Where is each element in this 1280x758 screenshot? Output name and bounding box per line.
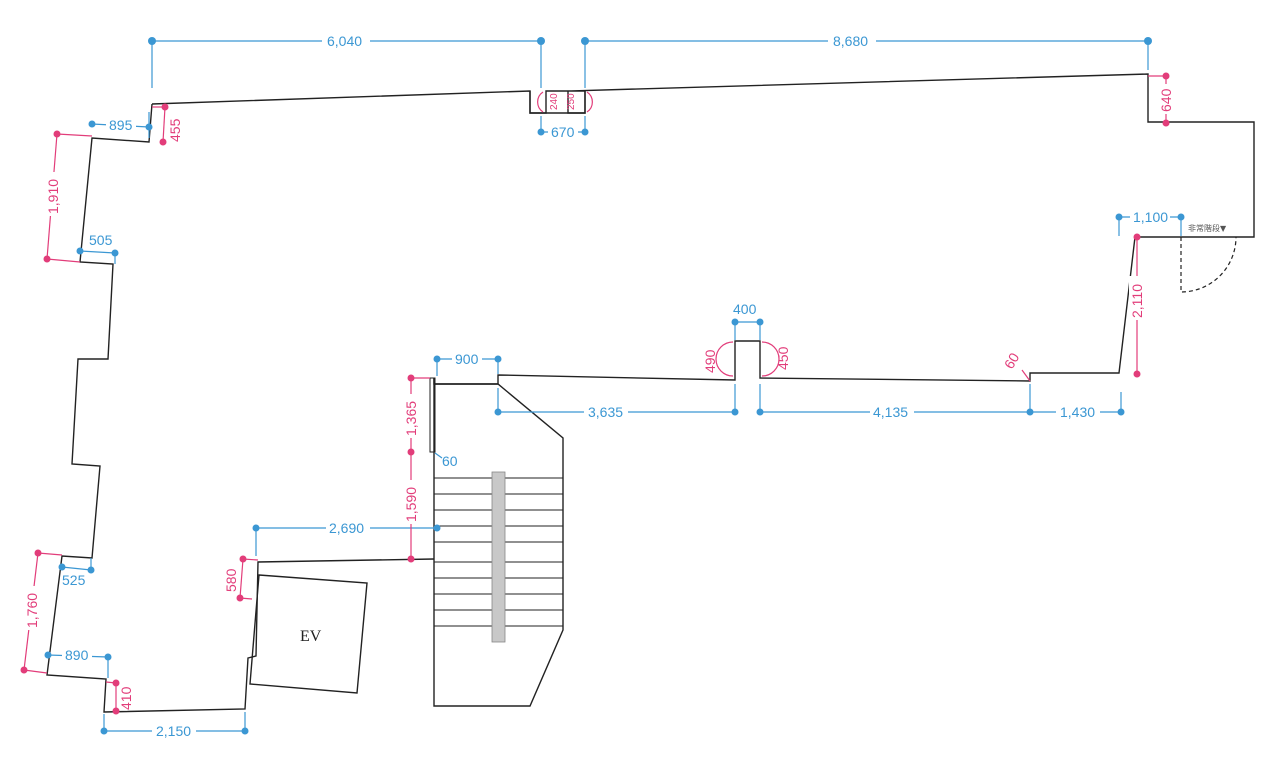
blue-dimensions: 6,040 8,680 670 895 505 1,100 bbox=[44, 33, 1185, 739]
stair-handrail bbox=[491, 471, 506, 643]
emergency-exit: 非常階段▼ bbox=[1180, 223, 1237, 293]
stair-side-wall bbox=[429, 377, 436, 453]
emergency-stairs-label: 非常階段▼ bbox=[1188, 223, 1227, 233]
dim-bottom: 2,150 bbox=[156, 723, 191, 739]
exit-door-swing bbox=[1180, 236, 1237, 293]
dim-exit-height: 2,110 bbox=[1129, 284, 1145, 318]
building-outline bbox=[46, 73, 1255, 713]
dim-notch-left-depth: 240 bbox=[549, 93, 560, 110]
dim-ev-to-stair: 2,690 bbox=[329, 520, 364, 536]
elevator-box bbox=[249, 574, 368, 694]
dim-column-left: 490 bbox=[702, 349, 718, 373]
dim-stair-side: 1,365 bbox=[403, 401, 419, 436]
notch-left-arc bbox=[537, 91, 544, 113]
dim-span-right: 1,430 bbox=[1060, 404, 1095, 420]
dim-left-upper-step: 505 bbox=[89, 232, 113, 248]
notch-right-arc bbox=[586, 91, 593, 113]
elevator-label: EV bbox=[300, 628, 322, 645]
outline-wall bbox=[151, 73, 1255, 385]
dim-corner-depth: 455 bbox=[167, 118, 183, 142]
stairwell bbox=[429, 377, 564, 707]
dim-exit-width: 1,100 bbox=[1133, 209, 1168, 225]
column-left-arc bbox=[715, 341, 734, 377]
dim-bottom-left-depth: 410 bbox=[118, 686, 134, 710]
column-right-arc bbox=[761, 341, 780, 377]
dim-column-right: 450 bbox=[775, 346, 791, 370]
dim-span-mid: 4,135 bbox=[873, 404, 908, 420]
dim-left-lower-step: 525 bbox=[62, 572, 86, 588]
dim-top-right: 8,680 bbox=[833, 33, 868, 49]
dim-small-step: 60 bbox=[1001, 350, 1023, 372]
dim-left-upper: 1,910 bbox=[45, 179, 61, 214]
dim-notch-right-depth: 250 bbox=[566, 93, 577, 110]
dim-corner-left: 895 bbox=[109, 117, 133, 133]
dim-notch-width: 670 bbox=[551, 124, 575, 140]
dim-top-left: 6,040 bbox=[327, 33, 362, 49]
elevator: EV bbox=[249, 574, 368, 694]
dim-left-lower: 1,760 bbox=[24, 593, 40, 628]
top-notch bbox=[529, 91, 586, 114]
outline-left-wall bbox=[46, 103, 435, 713]
dim-stair-top: 900 bbox=[455, 351, 479, 367]
stair-outline bbox=[433, 378, 564, 707]
dim-ev-step: 580 bbox=[223, 568, 239, 592]
dim-span-left: 3,635 bbox=[588, 404, 623, 420]
dim-stair-wall: 60 bbox=[442, 453, 458, 469]
dim-column-width: 400 bbox=[733, 301, 757, 317]
dim-stair-to-ev: 1,590 bbox=[403, 487, 419, 522]
dim-bottom-left: 890 bbox=[65, 647, 89, 663]
pink-dimensions: 455 240 250 640 1,910 2,110 490 450 60 bbox=[20, 72, 1174, 715]
dim-top-right-drop: 640 bbox=[1158, 88, 1174, 112]
